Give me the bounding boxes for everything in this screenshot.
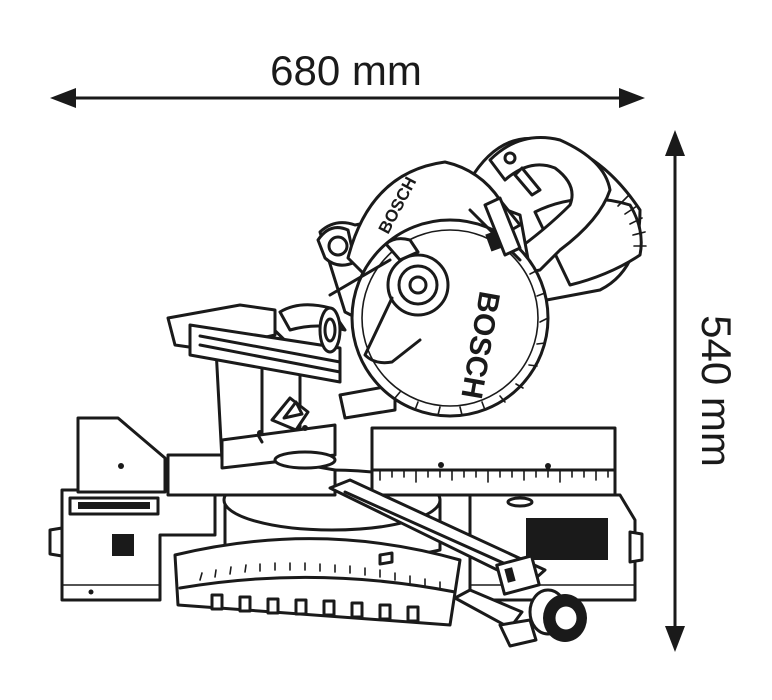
left-base xyxy=(48,416,217,602)
height-dimension: 540 mm xyxy=(665,130,740,652)
right-fence xyxy=(370,426,617,497)
miter-arm xyxy=(328,478,587,648)
width-dimension: 680 mm xyxy=(50,47,645,108)
width-arrow-left xyxy=(50,88,76,108)
height-label: 540 mm xyxy=(693,315,740,467)
miter-scale-ticks xyxy=(199,562,441,590)
turntable-notches xyxy=(210,593,420,623)
height-arrow-bottom xyxy=(665,626,685,652)
height-arrow-top xyxy=(665,130,685,156)
turntable xyxy=(173,468,462,627)
width-arrow-right xyxy=(619,88,645,108)
blade-assembly: BOSCH BOSCH xyxy=(328,160,550,418)
saw-illustration: BOSCH BOSCH xyxy=(48,136,647,648)
width-label: 680 mm xyxy=(270,47,422,94)
slide-rails xyxy=(166,303,347,384)
blade-teeth xyxy=(394,269,549,416)
motor-housing xyxy=(468,136,647,307)
